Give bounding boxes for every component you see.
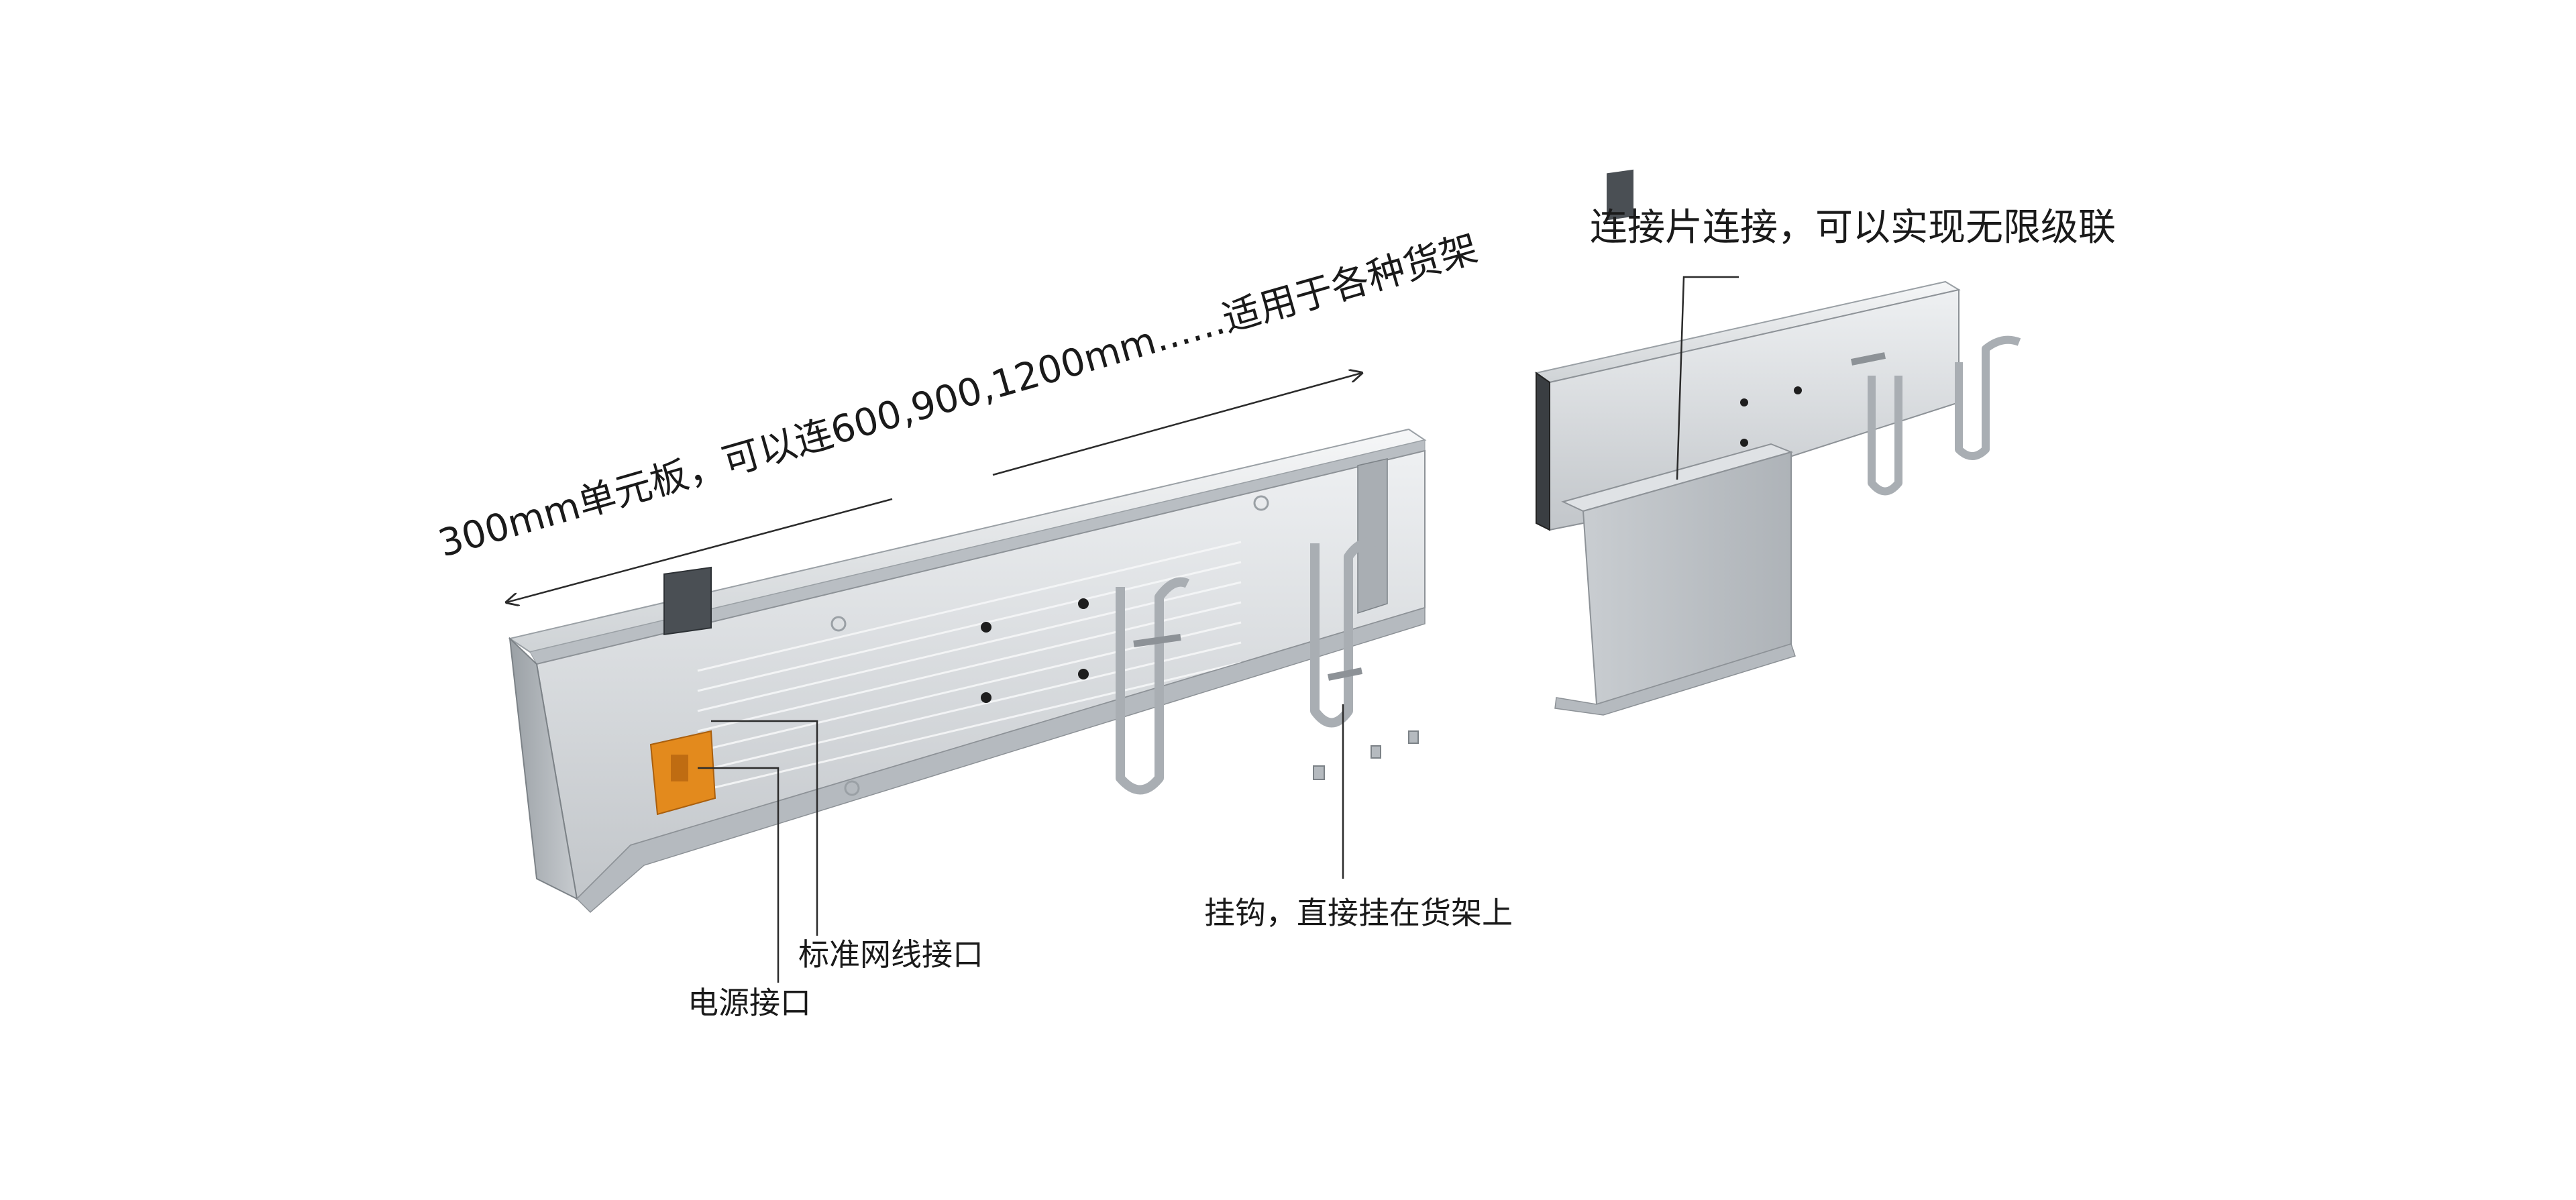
shelf-hook-right (1310, 537, 1384, 728)
connector-hook-b (1955, 335, 2021, 460)
connector-leader-line (1676, 276, 1739, 480)
main-panel-mounting-holes (981, 598, 1089, 703)
main-panel-right-end (1357, 458, 1388, 614)
connector-panel-holes (1740, 386, 1802, 447)
loose-screws (1313, 730, 1419, 780)
main-panel-front-face (535, 449, 1426, 901)
connection-plate-foot (1554, 643, 1796, 716)
network-port (663, 566, 712, 636)
main-panel-ribs (697, 541, 1242, 793)
connector-panel-port (1607, 169, 1633, 221)
power-connector (649, 730, 716, 816)
connector-panel-unit (1534, 169, 1961, 716)
power-port-label: 电源接口 (688, 985, 811, 1021)
main-panel-unit (508, 428, 1427, 914)
length-arrow-right (992, 373, 1362, 476)
length-arrow-left (506, 498, 893, 602)
power-port-leader-line (698, 767, 780, 983)
network-port-leader-line (711, 720, 818, 936)
connector-panel-end-dark (1536, 372, 1550, 531)
network-port-label: 标准网线接口 (798, 936, 983, 973)
shelf-hook-left (1116, 577, 1190, 795)
connector-note: 连接片连接，可以实现无限级联 (1590, 206, 2116, 250)
connector-hook-a (1851, 352, 1902, 496)
hook-note: 挂钩，直接挂在货架上 (1204, 895, 1513, 931)
main-panel-rivets (830, 495, 1269, 796)
main-panel-bottom-flange (576, 606, 1426, 914)
